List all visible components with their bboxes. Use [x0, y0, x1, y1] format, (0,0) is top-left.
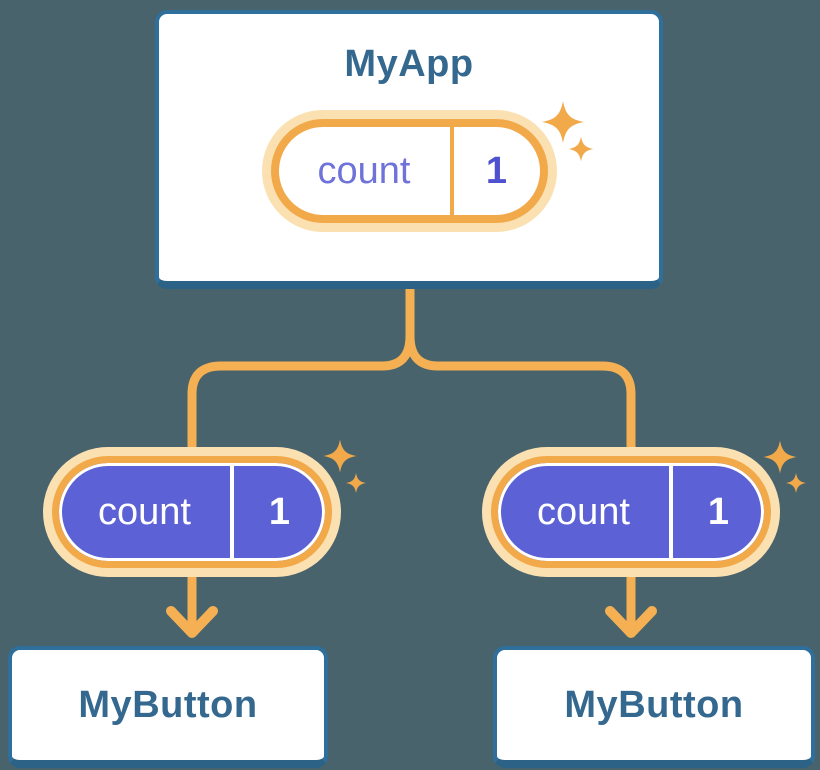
state-pill-ring: count 1 — [52, 456, 332, 568]
state-name: count — [537, 490, 630, 533]
component-title: MyButton — [564, 684, 744, 726]
fork-branch-right — [405, 284, 636, 465]
state-pill: count 1 — [261, 110, 557, 232]
state-pill-ring: count 1 — [270, 119, 548, 223]
fork-branch-left — [187, 284, 415, 465]
pill-divider — [230, 463, 234, 561]
state-name: count — [317, 149, 411, 192]
pill-divider — [449, 127, 454, 215]
component-card-mybutton-left: MyButton — [8, 646, 328, 768]
state-pill: count 1 — [482, 447, 780, 577]
state-value: 1 — [707, 490, 730, 533]
component-title: MyApp — [344, 43, 474, 85]
state-value: 1 — [268, 490, 291, 533]
pill-divider — [669, 463, 673, 561]
component-title: MyButton — [78, 684, 258, 726]
arrow-down-icon — [605, 606, 657, 638]
state-pill: count 1 — [43, 447, 341, 577]
state-value: 1 — [485, 149, 508, 192]
arrow-down-icon — [166, 606, 218, 638]
component-card-myapp: MyApp count 1 — [155, 10, 663, 289]
component-card-mybutton-right: MyButton — [493, 646, 815, 768]
state-name: count — [98, 490, 191, 533]
state-pill-ring: count 1 — [491, 456, 771, 568]
